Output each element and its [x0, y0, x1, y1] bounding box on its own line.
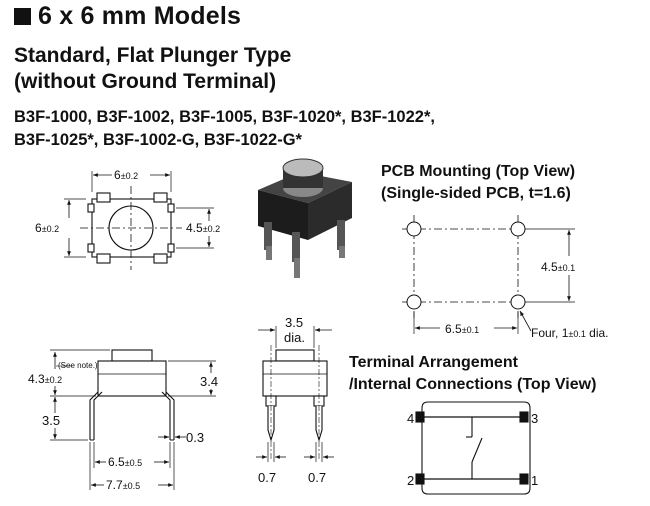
section-heading: 6 x 6 mm Models: [14, 2, 241, 31]
pcb-mounting-drawing: [402, 215, 575, 334]
pin-4-label: 4: [407, 411, 414, 426]
front-height-label: 4.3±0.2: [28, 372, 62, 386]
pin-2-label: 2: [407, 473, 414, 488]
lead-length-label: 3.5: [42, 413, 60, 428]
pcb-title-line-1: PCB Mounting (Top View): [381, 163, 576, 180]
plunger-dia-unit: dia.: [284, 330, 305, 345]
terminal-title-line-1: Terminal Arrangement: [349, 354, 518, 371]
top-width-label: 6±0.2: [114, 168, 138, 182]
subtitle-line-2: (without Ground Terminal): [14, 70, 277, 93]
front-pitch-label: 6.5±0.5: [108, 455, 142, 469]
subtitle-line-1: Standard, Flat Plunger Type: [14, 44, 292, 67]
top-pitch-label: 4.5±0.2: [186, 221, 220, 235]
pcb-horizontal-dim: 6.5±0.1: [445, 322, 479, 336]
top-height-label: 6±0.2: [35, 221, 59, 235]
lead-width-right-label: 0.7: [308, 470, 326, 485]
models-line-2: B3F-1025*, B3F-1002-G, B3F-1022-G*: [14, 131, 302, 149]
pcb-title-line-2: (Single-sided PCB, t=1.6): [381, 185, 571, 202]
switch-perspective-image: [258, 158, 352, 278]
heading-text: 6 x 6 mm Models: [38, 2, 242, 30]
terminal-arrangement-drawing: [415, 401, 531, 495]
see-note-label: (See note.): [58, 361, 98, 370]
body-height-label: 3.4: [200, 374, 218, 389]
plunger-dia-value: 3.5: [285, 315, 303, 330]
models-line-1: B3F-1000, B3F-1002, B3F-1005, B3F-1020*,…: [14, 108, 435, 126]
side-view-drawing: [256, 326, 334, 462]
terminal-title-line-2: /Internal Connections (Top View): [349, 376, 597, 393]
pin-1-label: 1: [531, 473, 538, 488]
square-bullet-icon: [14, 8, 31, 25]
lead-width-left-label: 0.7: [258, 470, 276, 485]
lead-thickness-label: 0.3: [186, 430, 204, 445]
pcb-vertical-dim: 4.5±0.1: [541, 260, 575, 274]
top-view-drawing: [64, 171, 214, 270]
overall-width-label: 7.7±0.5: [106, 478, 140, 492]
pcb-hole-note: Four, 1±0.1 dia.: [531, 326, 609, 340]
front-view-drawing: [50, 349, 216, 490]
pin-3-label: 3: [531, 411, 538, 426]
